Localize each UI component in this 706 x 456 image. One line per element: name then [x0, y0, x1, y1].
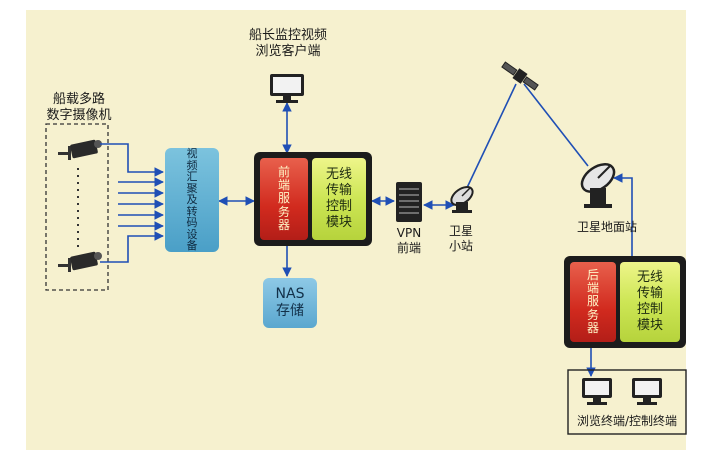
video-aggregation-label: 视 频 汇 聚 及 转 码 设 备	[186, 147, 198, 253]
satellite-dish-icon	[450, 186, 474, 213]
satellite-dish-icon	[580, 163, 616, 208]
terminals-label: 浏览终端/控制终端	[576, 414, 678, 428]
shipborne-cameras-label: 船载多路 数字摄像机	[46, 92, 112, 124]
front-end-server-label: 前 端 服 务 器	[277, 165, 290, 232]
camera-icon	[58, 139, 102, 160]
nas-storage: NAS 存储	[263, 278, 317, 328]
captain-client-label: 船长监控视频 浏览客户端	[248, 28, 327, 60]
back-end-server: 后 端 服 务 器	[570, 262, 616, 342]
back-wireless-module-label: 无线 传输 控制 模块	[636, 269, 663, 334]
back-end-server-label: 后 端 服 务 器	[586, 268, 599, 335]
video-aggregation-device: 视 频 汇 聚 及 转 码 设 备	[165, 148, 219, 252]
front-wireless-module: 无线 传输 控制 模块	[312, 158, 366, 240]
nas-storage-label: NAS 存储	[275, 285, 305, 320]
front-end-server: 前 端 服 务 器	[260, 158, 308, 240]
back-wireless-module: 无线 传输 控制 模块	[620, 262, 680, 342]
satellite-station-label: 卫星 小站	[448, 224, 473, 253]
monitor-icon	[632, 378, 662, 405]
satellite-icon	[501, 61, 539, 91]
router-icon	[396, 182, 422, 222]
camera-group-frame	[45, 123, 109, 291]
vpn-front-label: VPN 前端	[396, 226, 422, 255]
monitor-icon	[270, 74, 304, 103]
terminals-frame	[567, 369, 687, 435]
camera-icon	[58, 251, 102, 272]
monitor-icon	[582, 378, 612, 405]
front-wireless-module-label: 无线 传输 控制 模块	[325, 166, 352, 231]
satellite-ground-station-label: 卫星地面站	[576, 220, 637, 234]
